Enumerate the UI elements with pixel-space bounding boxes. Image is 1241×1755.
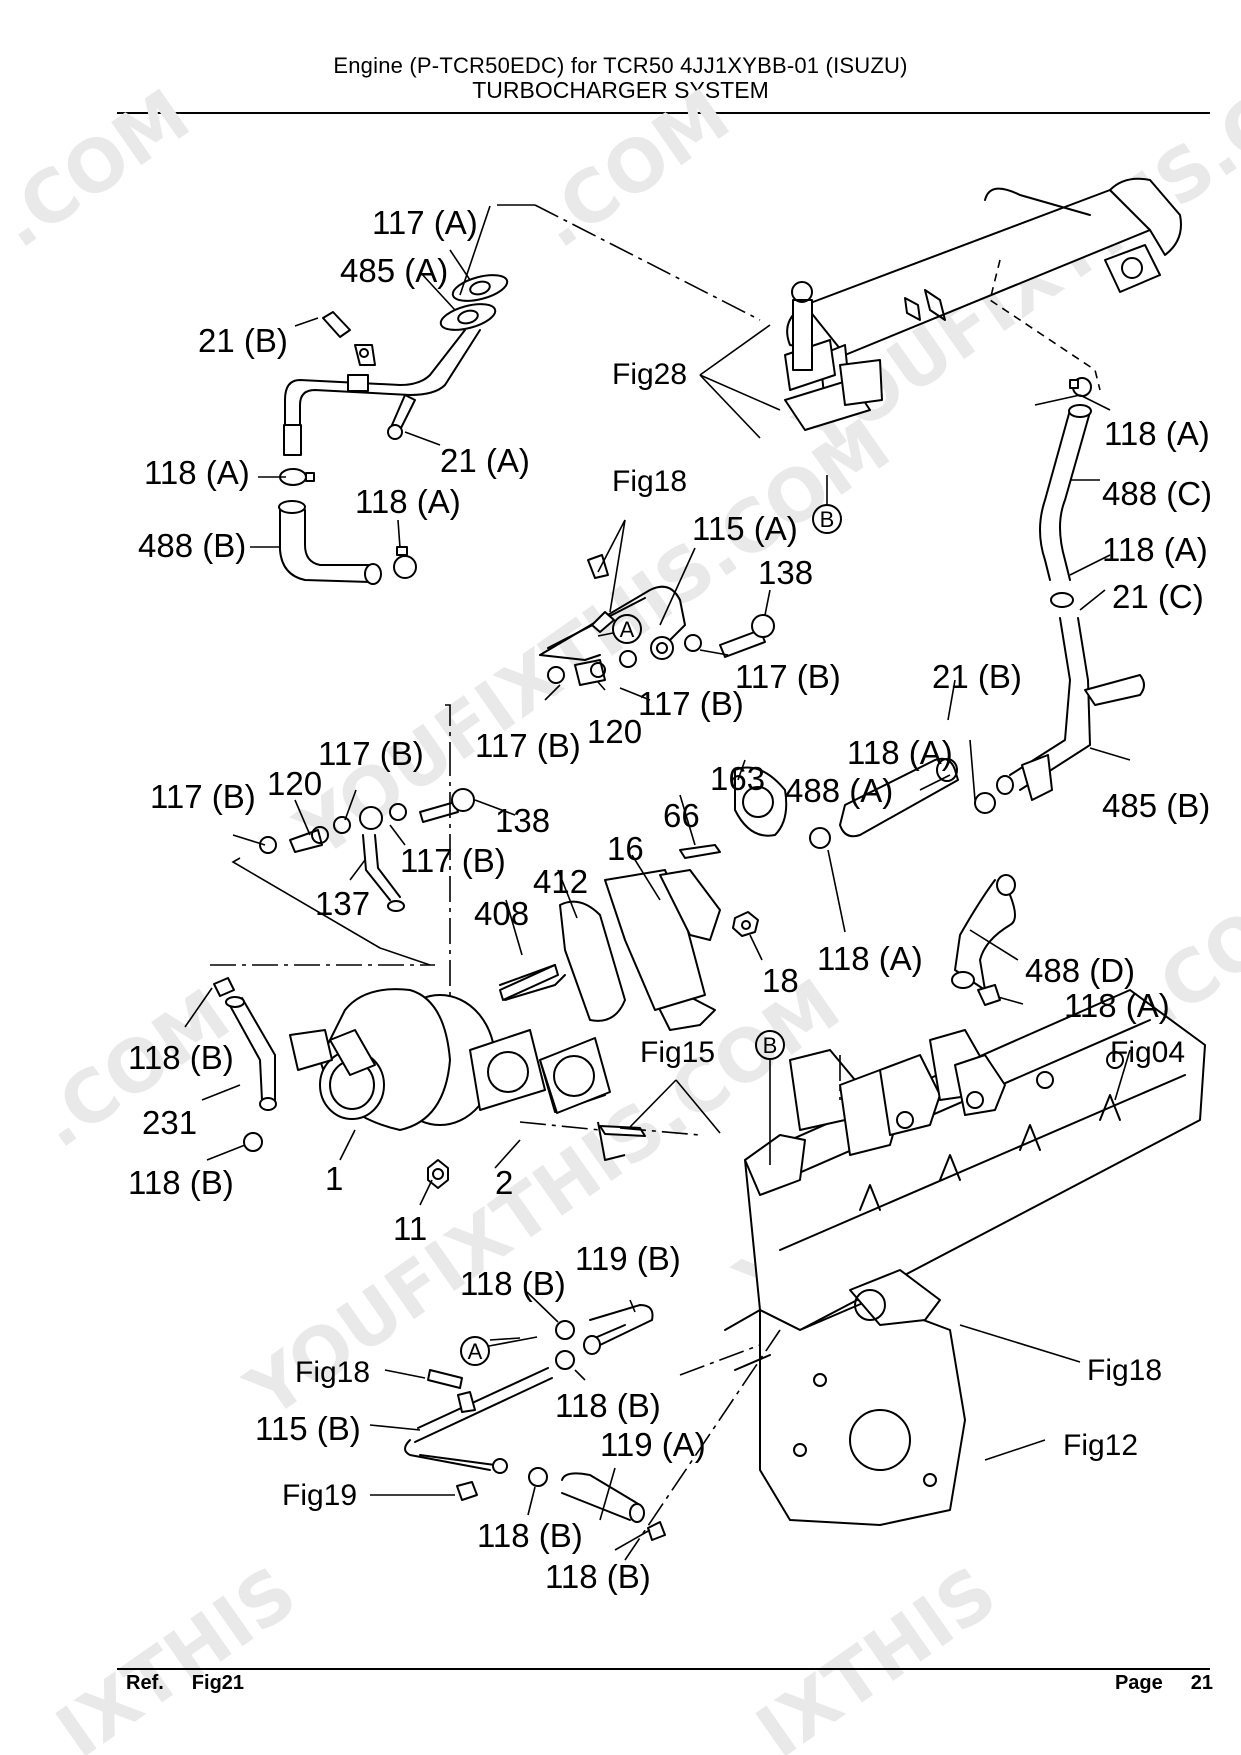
footer-rule (117, 1668, 1210, 1670)
footer-ref: Ref. Fig21 (126, 1672, 272, 1695)
callout-115b: 115 (B) (255, 1410, 361, 1447)
callout-119b: 119 (B) (575, 1240, 681, 1277)
connector-b-label: B (820, 507, 835, 532)
pipe-115b-drawing (404, 1304, 666, 1541)
callout-21b: 21 (B) (932, 658, 1022, 695)
callout-18: 18 (762, 962, 799, 999)
callout-115a: 115 (A) (692, 510, 798, 547)
callout-21a: 21 (A) (440, 442, 530, 479)
callout-231: 231 (142, 1104, 197, 1141)
callout-488c: 488 (C) (1102, 475, 1212, 512)
callout-118b: 118 (B) (460, 1265, 566, 1302)
callout-138: 138 (758, 554, 813, 591)
watermark: IXTHIS (42, 1550, 312, 1755)
callout-118a: 118 (A) (817, 940, 923, 977)
callout-118a: 118 (A) (355, 483, 461, 520)
egr-cooler-drawing (534, 177, 1182, 431)
callout-11: 11 (393, 1210, 427, 1247)
callout-118a: 118 (A) (1064, 987, 1170, 1024)
callout-408: 408 (474, 895, 529, 932)
callout-485b: 485 (B) (1102, 787, 1210, 824)
callout-21c: 21 (C) (1112, 578, 1204, 615)
callout-117b: 117 (B) (150, 778, 256, 815)
callout-488b: 488 (B) (138, 527, 246, 564)
header-rule (117, 112, 1210, 114)
callout-117b: 117 (B) (475, 727, 581, 764)
page-label: Page (1114, 1672, 1163, 1694)
callout-485a: 485 (A) (340, 252, 448, 289)
callout-117b: 117 (B) (318, 735, 424, 772)
connector-a-label: A (620, 617, 635, 642)
hose-488c-pipe-485b-drawing (996, 377, 1145, 801)
gasket-2-drawing (539, 1037, 646, 1137)
callout-137: 137 (315, 885, 370, 922)
callout-118b: 118 (B) (477, 1517, 583, 1554)
callout-488a: 488 (A) (785, 772, 893, 809)
page-number: 21 (1190, 1672, 1213, 1694)
hose-488b-drawing (278, 468, 417, 585)
oil-pipe-137-drawing (259, 788, 475, 912)
footer-page: Page 21 (1115, 1672, 1213, 1695)
callout-118a: 118 (A) (1104, 415, 1210, 452)
callout-118b: 118 (B) (128, 1164, 234, 1201)
assembly-lines (210, 704, 841, 1561)
callout-120: 120 (587, 713, 642, 750)
callout-118b: 118 (B) (128, 1039, 234, 1076)
callout-fig18: Fig18 (612, 465, 687, 498)
cylinder-head-drawing (744, 989, 1206, 1331)
callout-117a: 117 (A) (372, 204, 478, 241)
watermark: .COM (0, 73, 204, 264)
callout-16: 16 (607, 830, 644, 867)
callout-118a: 118 (A) (144, 454, 250, 491)
callout-fig19: Fig19 (282, 1479, 357, 1512)
watermark: .COM (522, 73, 745, 264)
callout-fig18: Fig18 (295, 1356, 370, 1389)
callout-fig12: Fig12 (1063, 1429, 1138, 1462)
connector-a-label: A (468, 1339, 483, 1364)
callout-fig15: Fig15 (640, 1036, 715, 1069)
callout-117b: 117 (B) (400, 842, 506, 879)
connector-a-top (612, 614, 642, 644)
callout-488d: 488 (D) (1025, 952, 1135, 989)
callout-118b: 118 (B) (555, 1387, 661, 1424)
callout-163: 163 (710, 760, 765, 797)
callout-21b: 21 (B) (198, 322, 288, 359)
callout-fig28: Fig28 (612, 358, 687, 391)
connector-b-label: B (763, 1033, 778, 1058)
leader-lines (184, 204, 1131, 1551)
engine-title: Engine (P-TCR50EDC) for TCR50 4JJ1XYBB-0… (333, 53, 908, 78)
callout-fig04: Fig04 (1110, 1036, 1185, 1069)
callout-labels: 117 (A) 485 (A) 21 (B) 21 (A) 118 (A) 11… (128, 204, 1212, 1595)
callout-412: 412 (533, 863, 588, 900)
callout-120: 120 (267, 765, 322, 802)
callout-2: 2 (495, 1164, 513, 1201)
callout-117b: 117 (B) (638, 685, 744, 722)
connector-markers: B A B A (460, 475, 842, 1366)
callout-138: 138 (495, 802, 550, 839)
ref-value: Fig21 (191, 1672, 245, 1694)
connector-a-bottom (460, 1336, 490, 1366)
page-header: Engine (P-TCR50EDC) for TCR50 4JJ1XYBB-0… (0, 53, 1241, 103)
callout-118b: 118 (B) (545, 1558, 651, 1595)
callout-1: 1 (325, 1160, 343, 1197)
section-title: TURBOCHARGER SYSTEM (472, 77, 769, 103)
callout-117b: 117 (B) (735, 658, 841, 695)
front-cover-drawing (724, 1269, 966, 1526)
callout-118a: 118 (A) (1102, 531, 1208, 568)
callout-fig18: Fig18 (1087, 1354, 1162, 1387)
connector-b-bottom (755, 1030, 785, 1060)
callout-66: 66 (663, 797, 700, 834)
oil-pipe-115a-drawing (539, 554, 775, 686)
callout-118a: 118 (A) (847, 734, 953, 771)
ref-label: Ref. (126, 1672, 164, 1694)
elbow-gasket-drawing (499, 757, 1016, 1022)
hose-231-drawing (213, 977, 277, 1152)
watermark: IXTHIS (742, 1550, 1012, 1755)
callout-119a: 119 (A) (600, 1426, 706, 1463)
oil-pipe-485a-drawing (283, 274, 509, 456)
